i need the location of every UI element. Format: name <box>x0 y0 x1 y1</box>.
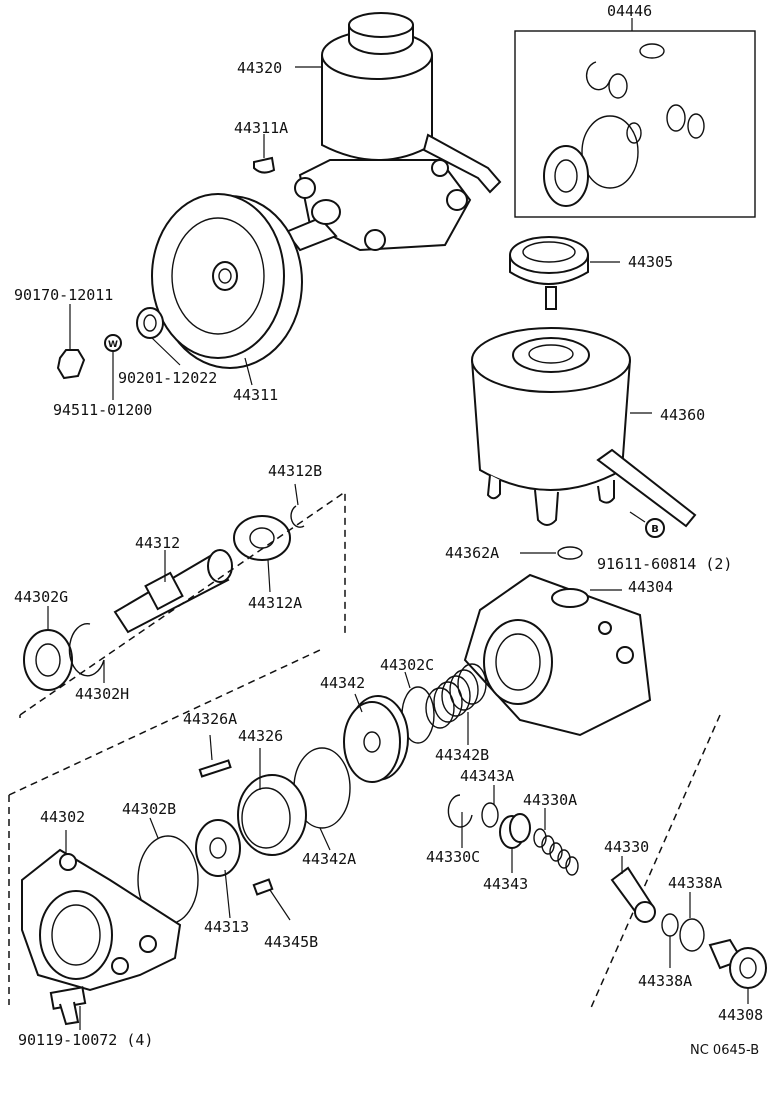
callout-44342: 44342 <box>320 674 365 692</box>
callout-44312A: 44312A <box>248 594 302 612</box>
callout-44342B: 44342B <box>435 746 489 764</box>
callout-44304: 44304 <box>628 578 673 596</box>
rotor <box>195 819 241 877</box>
callout-44326A: 44326A <box>183 710 237 728</box>
callout-44302H: 44302H <box>75 685 129 703</box>
nut <box>56 349 86 380</box>
shaft-group <box>23 505 305 691</box>
callout-44345B: 44345B <box>264 933 318 951</box>
callout-90201-12022: 90201-12022 <box>118 369 217 387</box>
union-fitting <box>708 938 767 989</box>
seal-kit-box <box>514 18 756 218</box>
callout-44302G: 44302G <box>14 588 68 606</box>
rear-housing <box>21 848 182 992</box>
reservoir <box>471 327 697 528</box>
callout-44308: 44308 <box>718 1006 763 1024</box>
callout-44360: 44360 <box>660 406 705 424</box>
plug-44343 <box>499 813 531 849</box>
pulley <box>151 193 303 369</box>
callout-44338A-bottom: 44338A <box>638 972 692 990</box>
callout-90119-10072: 90119-10072 (4) <box>18 1031 153 1049</box>
flow-spring <box>533 828 579 876</box>
snap-ring <box>447 794 473 828</box>
callout-44302C: 44302C <box>380 656 434 674</box>
vane <box>252 878 274 896</box>
w-badge-text: W <box>108 340 118 350</box>
o-ring-44343a <box>481 802 499 828</box>
pin <box>198 759 232 778</box>
callout-44338A-top: 44338A <box>668 874 722 892</box>
callout-44362A: 44362A <box>445 544 499 562</box>
reservoir-cap <box>509 236 589 310</box>
pump-assembly <box>284 12 502 252</box>
callout-44302B: 44302B <box>122 800 176 818</box>
callout-44326: 44326 <box>238 727 283 745</box>
callout-44343: 44343 <box>483 875 528 893</box>
callout-44330A: 44330A <box>523 791 577 809</box>
front-housing <box>463 573 652 737</box>
callout-44312: 44312 <box>135 534 180 552</box>
flow-control-valve <box>610 866 656 923</box>
callout-44313: 44313 <box>204 918 249 936</box>
pressure-plate <box>343 695 409 783</box>
callout-94511-01200: 94511-01200 <box>53 401 152 419</box>
callout-44312B: 44312B <box>268 462 322 480</box>
callout-44342A: 44342A <box>302 850 356 868</box>
o-ring-44362a <box>557 546 583 560</box>
o-ring-44338a-small <box>661 913 679 937</box>
o-ring-44338a-large <box>679 918 705 952</box>
b-badge-text: B <box>651 524 659 535</box>
washer <box>136 307 164 339</box>
callout-44320: 44320 <box>237 59 282 77</box>
callout-91611-60814: 91611-60814 (2) <box>597 555 732 573</box>
assembly-dashed-outline <box>19 490 346 718</box>
callout-44302: 44302 <box>40 808 85 826</box>
callout-04446: 04446 <box>607 2 652 20</box>
callout-90170-12011: 90170-12011 <box>14 286 113 304</box>
callout-44311A: 44311A <box>234 119 288 137</box>
w-badge <box>104 334 122 352</box>
callout-44343A: 44343A <box>460 767 514 785</box>
callout-labels: 04446 44320 44311A 44305 90170-12011 902… <box>14 2 763 1049</box>
spring <box>425 663 487 729</box>
b-badge <box>645 518 665 538</box>
callout-44305: 44305 <box>628 253 673 271</box>
callout-44330: 44330 <box>604 838 649 856</box>
bolt <box>49 986 87 1026</box>
callout-44311: 44311 <box>233 386 278 404</box>
callout-44330C: 44330C <box>426 848 480 866</box>
leader-lines <box>47 66 749 1030</box>
reference-code: NC 0645-B <box>690 1043 759 1058</box>
cam-ring <box>237 774 307 856</box>
woodruff-key <box>253 156 276 174</box>
